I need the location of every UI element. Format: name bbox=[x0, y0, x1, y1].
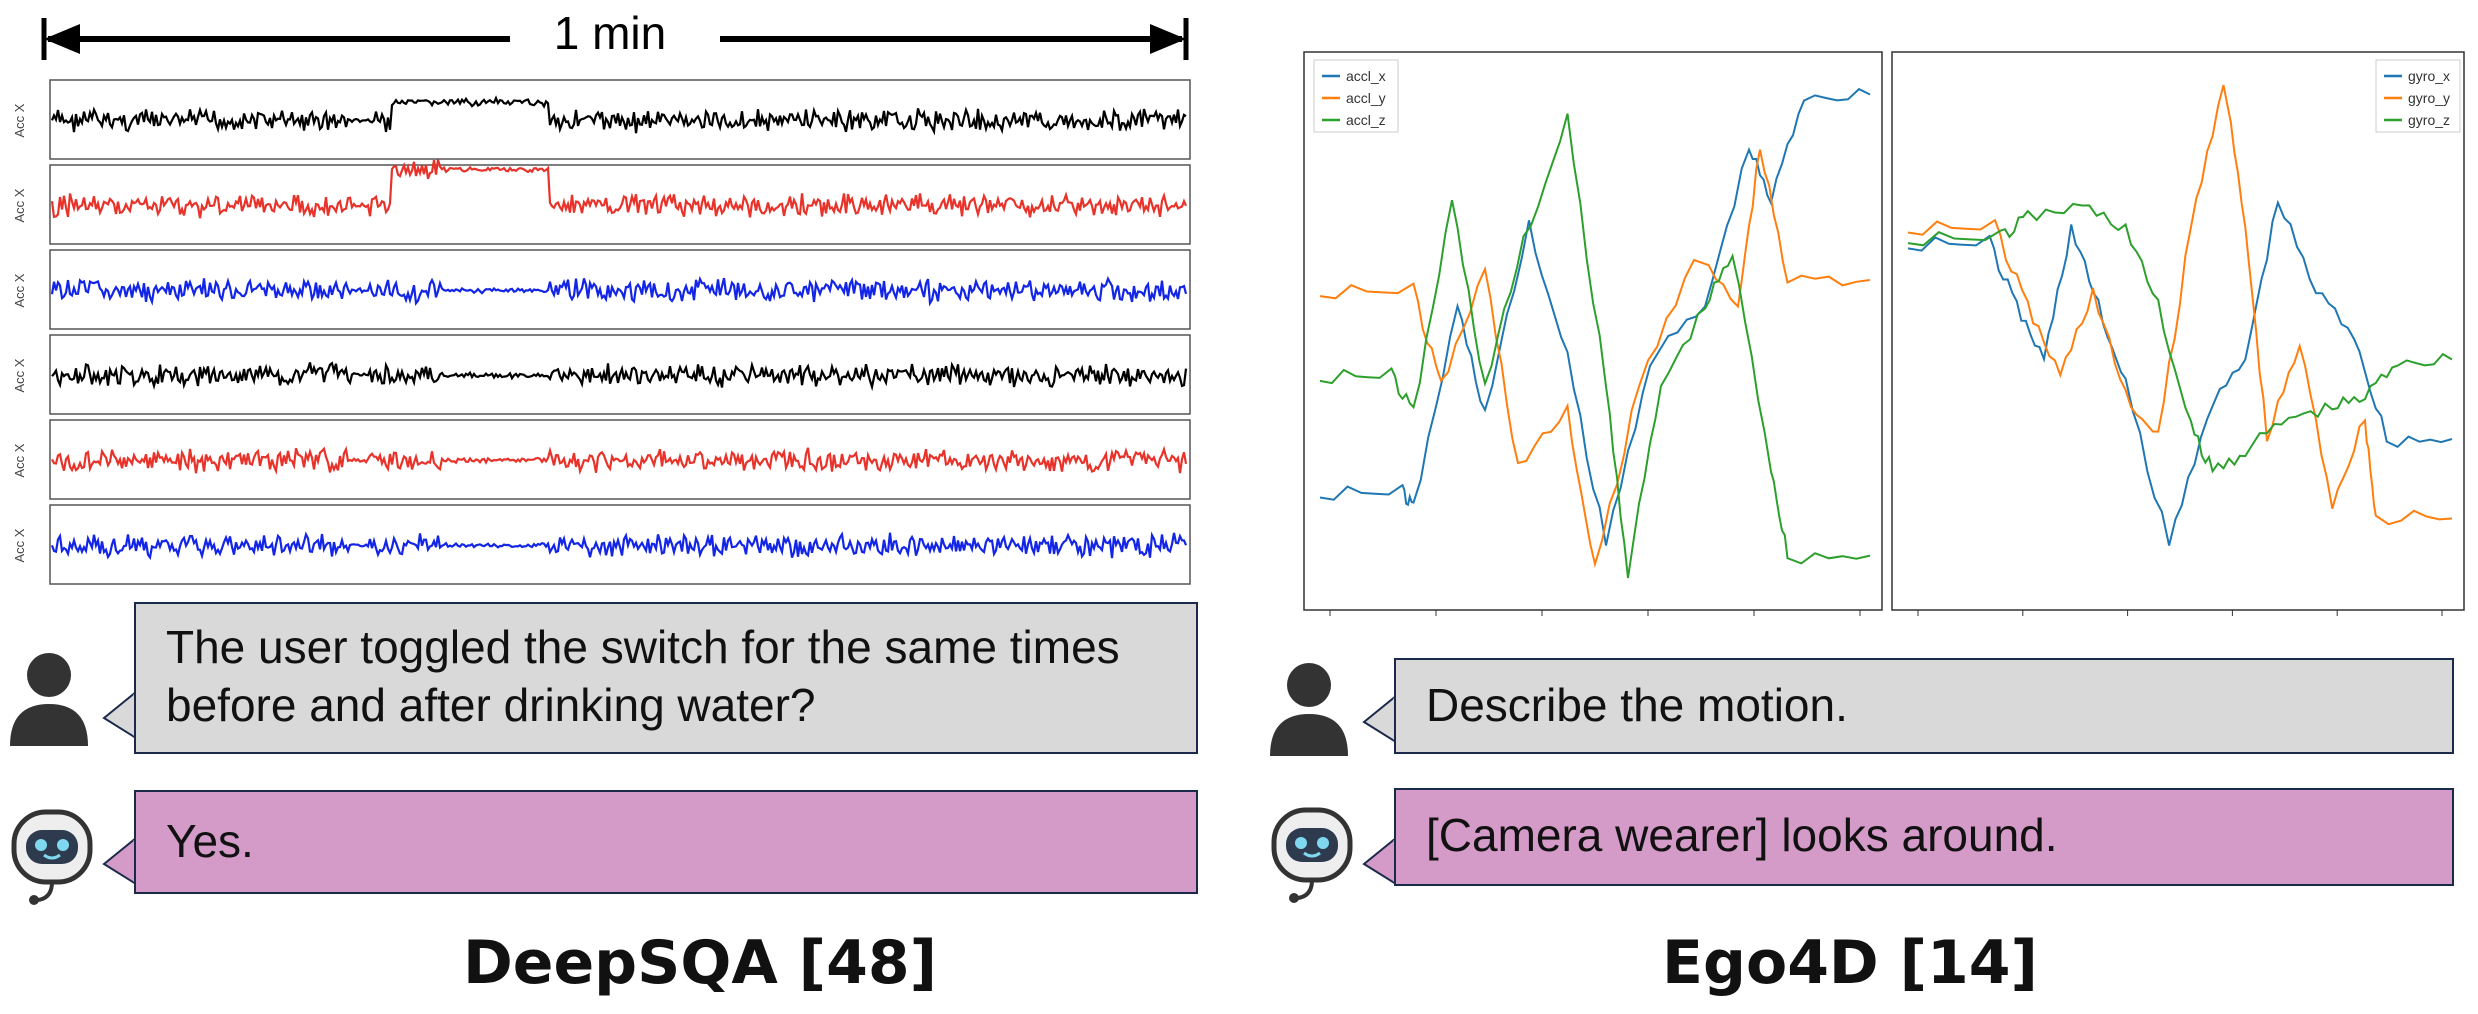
robot-icon bbox=[1268, 804, 1356, 909]
trace-axis-label: Acc X bbox=[12, 358, 27, 392]
duration-arrow bbox=[41, 18, 1189, 60]
plot-frame bbox=[1303, 51, 1883, 611]
dataset-caption: Ego4D [14] bbox=[1662, 928, 2038, 998]
legend-label: accl_z bbox=[1346, 112, 1386, 128]
bot-answer-bubble: [Camera wearer] looks around. bbox=[1394, 788, 2454, 886]
acc-x-trace bbox=[51, 360, 1188, 392]
user-question-bubble: Describe the motion. bbox=[1394, 658, 2454, 754]
gyroscope-plot: gyro_x gyro_y gyro_z bbox=[1891, 51, 2465, 616]
legend-label: gyro_x bbox=[2408, 68, 2450, 84]
person-icon bbox=[8, 650, 90, 751]
legend-label: gyro_y bbox=[2408, 90, 2450, 106]
robot-icon bbox=[8, 806, 96, 911]
trace-axis-label: Acc X bbox=[12, 528, 27, 562]
bot-answer-bubble: Yes. bbox=[134, 790, 1198, 894]
imu-series-line bbox=[1907, 202, 2453, 474]
duration-label: 1 min bbox=[553, 7, 667, 59]
acc-x-trace bbox=[50, 95, 1187, 136]
ego4d-panel: accl_x accl_y accl_z gyro_x gyro_y gyro_z De… bbox=[1240, 0, 2478, 1014]
imu-series-line bbox=[1319, 113, 1871, 579]
acc-x-trace bbox=[50, 531, 1188, 561]
person-icon bbox=[1268, 660, 1350, 761]
user-question-bubble: The user toggled the switch for the same… bbox=[134, 602, 1198, 754]
acc-x-trace bbox=[50, 159, 1188, 219]
legend-label: accl_y bbox=[1346, 90, 1386, 106]
trace-axis-label: Acc X bbox=[12, 273, 27, 307]
acc-x-trace bbox=[51, 445, 1188, 476]
trace-axis-label: Acc X bbox=[12, 103, 27, 137]
imu-series-line bbox=[1907, 199, 2453, 546]
accelerometer-plot: accl_x accl_y accl_z bbox=[1303, 51, 1883, 616]
imu-series-line bbox=[1319, 87, 1871, 546]
trace-axis-label: Acc X bbox=[12, 443, 27, 477]
deepsqa-panel: 1 min Acc X Acc X Acc X Acc X Acc X Acc X The… bbox=[0, 0, 1220, 1014]
legend-label: gyro_z bbox=[2408, 112, 2450, 128]
imu-series-line bbox=[1319, 149, 1871, 568]
legend-label: accl_x bbox=[1346, 68, 1386, 84]
imu-series-line bbox=[1907, 84, 2453, 526]
plot-frame bbox=[1891, 51, 2465, 611]
dataset-caption: DeepSQA [48] bbox=[462, 928, 938, 998]
trace-axis-label: Acc X bbox=[12, 188, 27, 222]
trace-frame bbox=[49, 164, 1191, 245]
acc-x-traces: Acc X Acc X Acc X Acc X Acc X Acc X bbox=[12, 79, 1191, 585]
acc-x-trace bbox=[50, 275, 1188, 307]
